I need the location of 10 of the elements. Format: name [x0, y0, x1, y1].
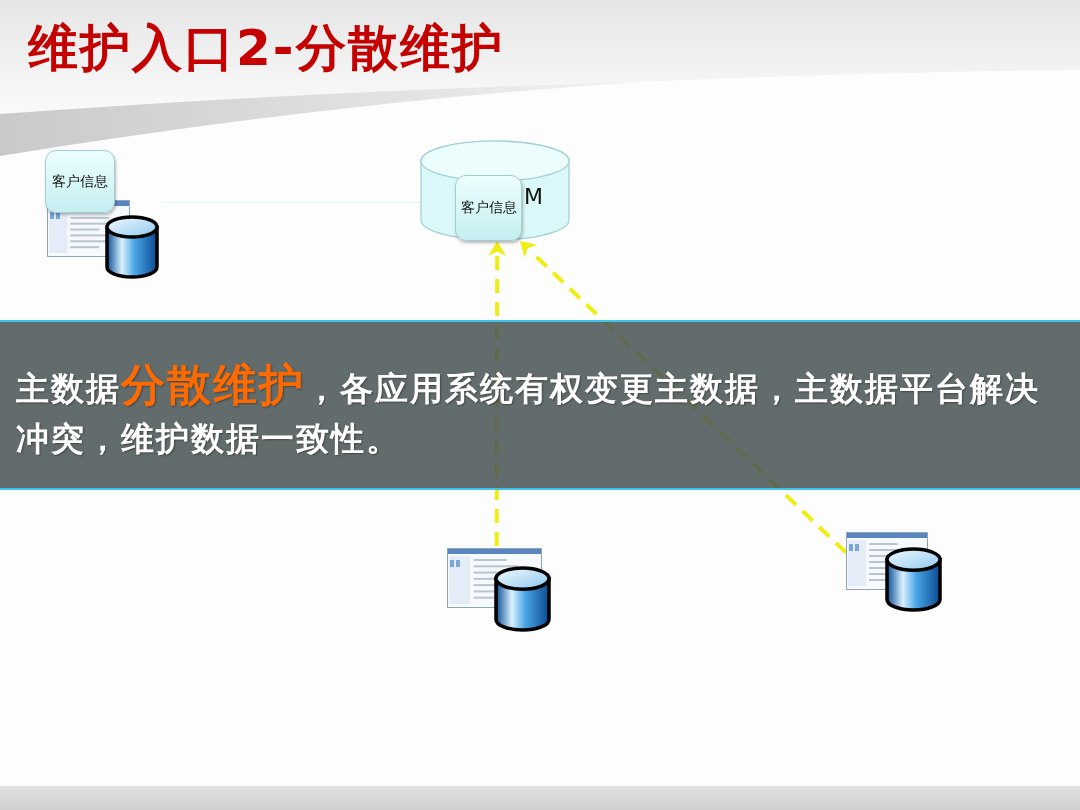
info-card	[45, 150, 115, 213]
block-arrow	[163, 167, 420, 238]
caption-text: 主数据分散维护，各应用系统有权变更主数据，主数据平台解决冲突，维护数据一致性。	[16, 360, 1041, 460]
info-card	[455, 175, 522, 241]
card-label: 客户信息	[460, 199, 517, 217]
slide-title: 维护入口2-分散维护	[28, 18, 504, 78]
database-screenshot-icon	[846, 532, 944, 614]
cylinder-label: M	[524, 186, 543, 208]
card-label: 客户信息	[52, 172, 108, 191]
storage-cylinder	[420, 140, 570, 242]
